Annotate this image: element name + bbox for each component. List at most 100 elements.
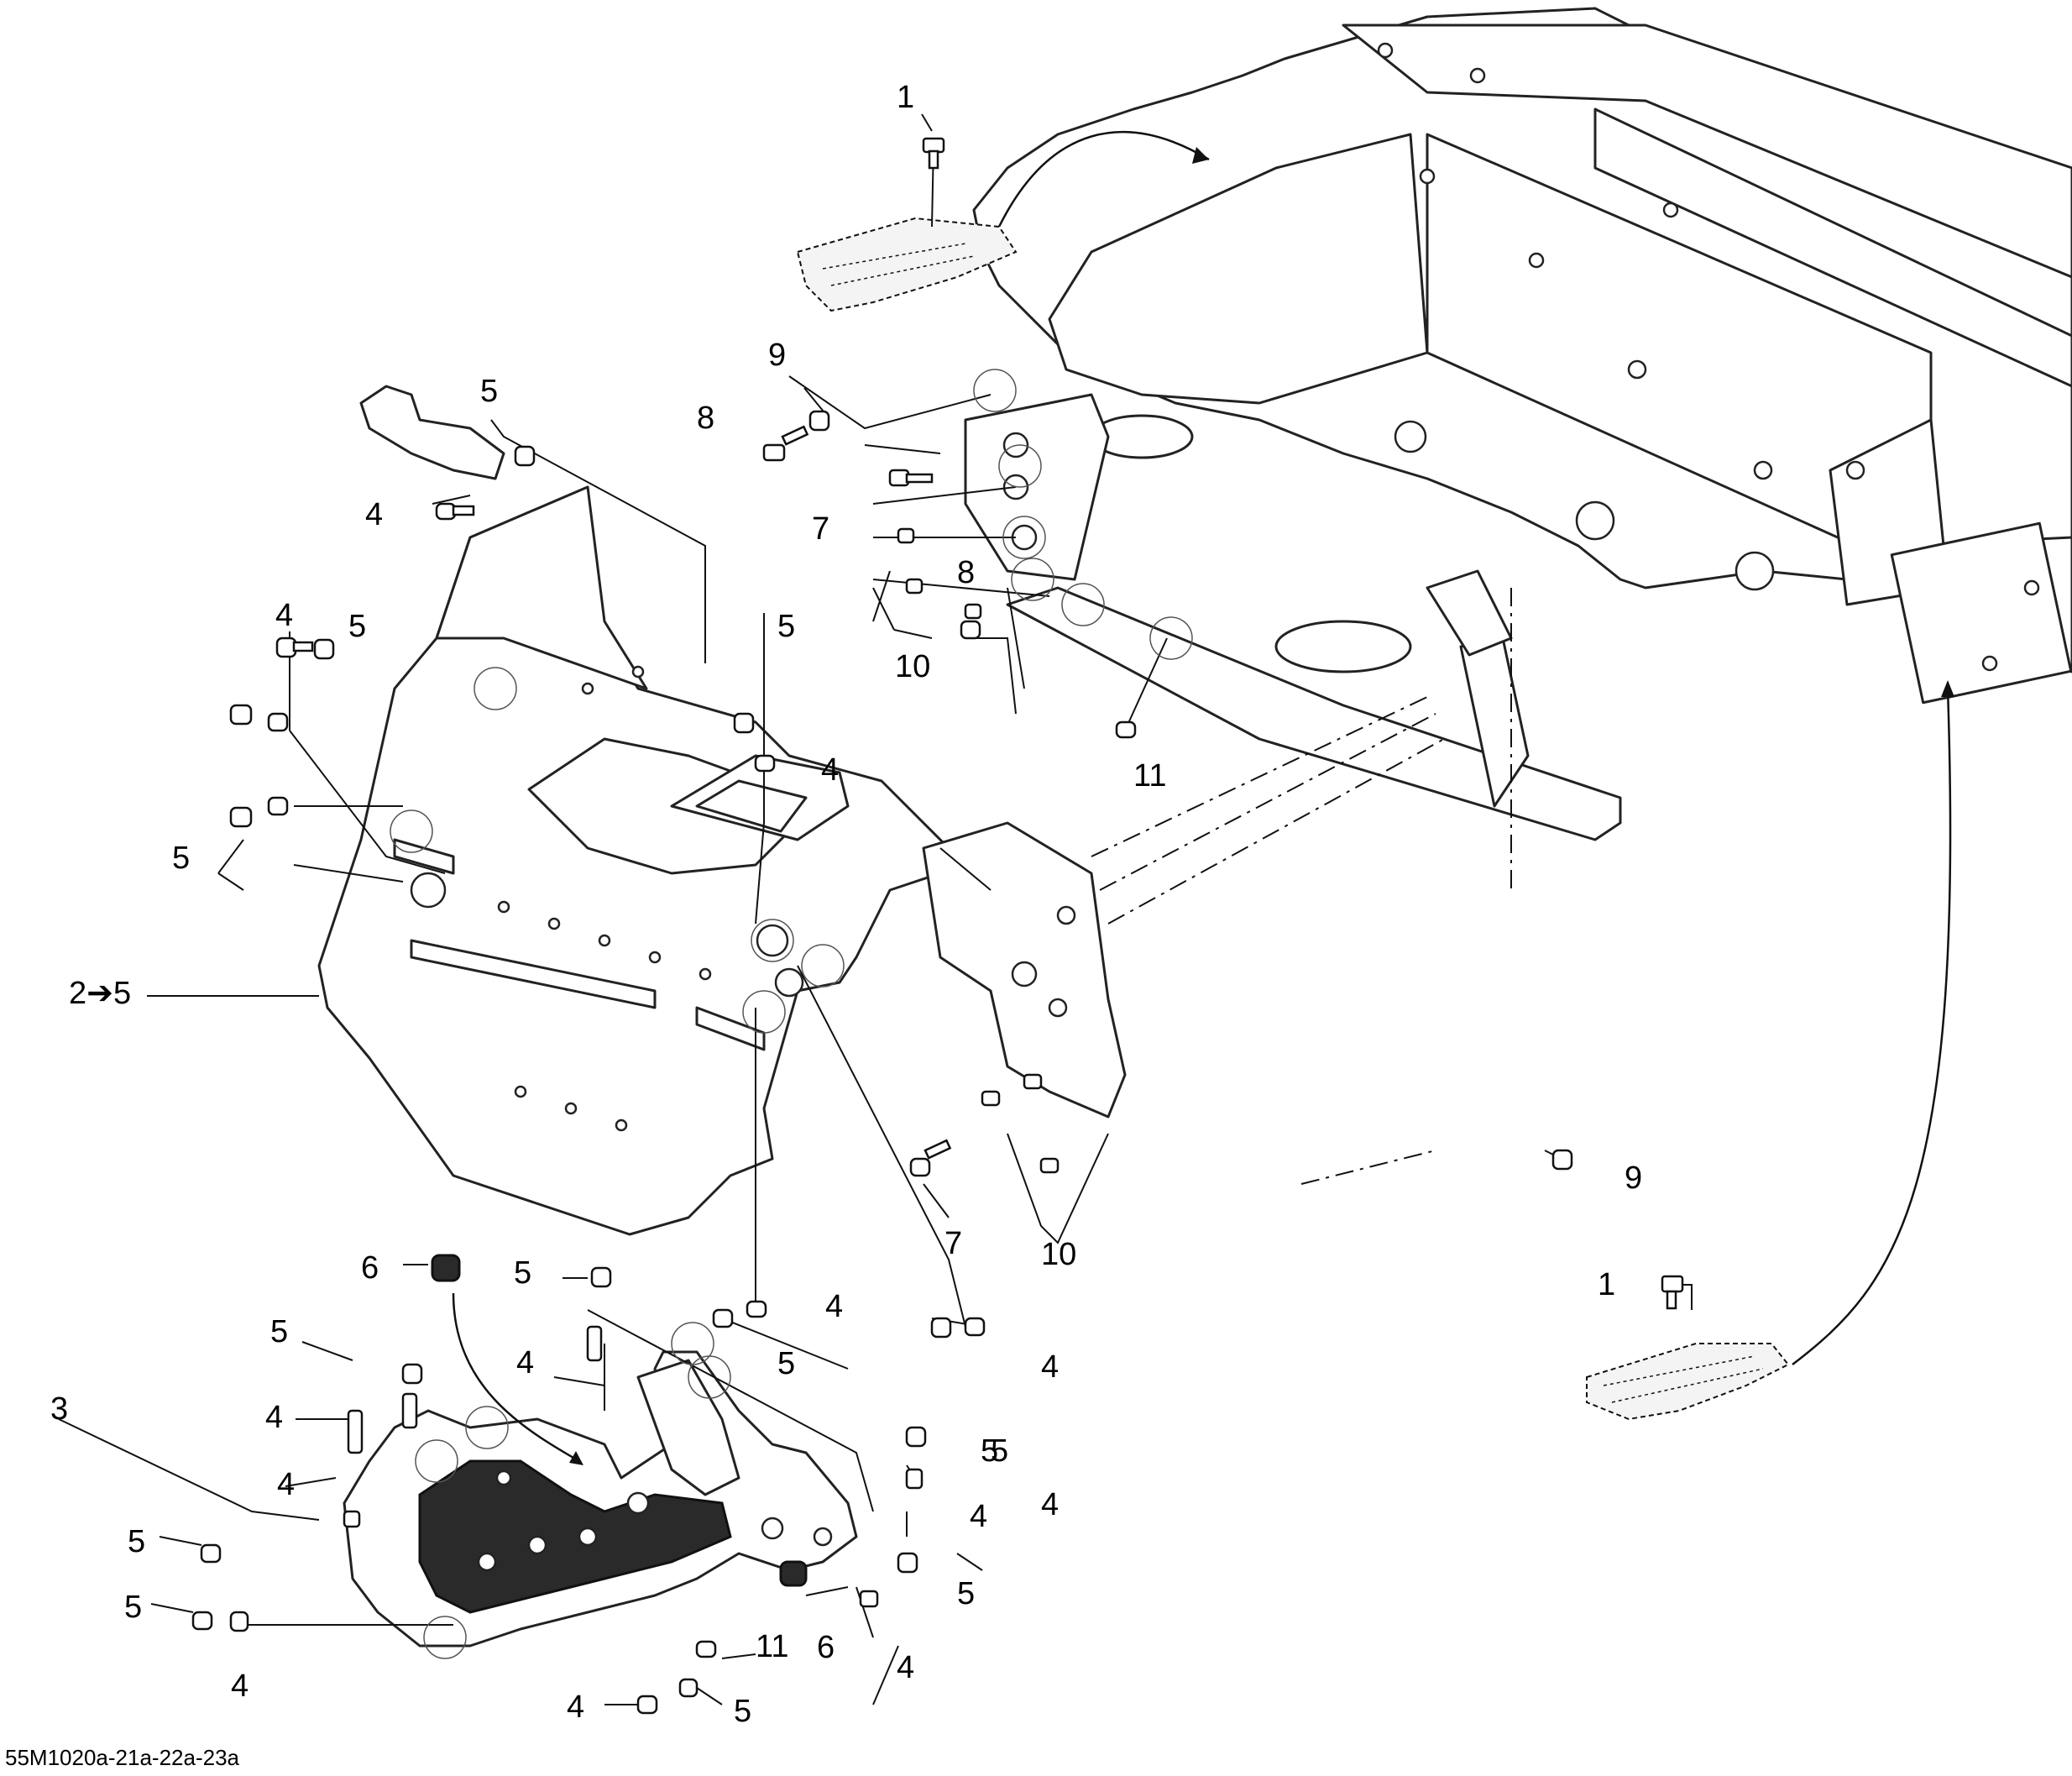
bushing-5-lower-d [200, 1543, 222, 1564]
bolt-5-left-b [229, 704, 253, 726]
bolt-4-lower-h [905, 1468, 924, 1490]
front-bracket-part-2 [317, 485, 1127, 1236]
detail-circles [390, 369, 1193, 1659]
callout-4-b: 4 [275, 598, 293, 633]
bushing-9-upper [808, 410, 830, 432]
callout-4-c: 4 [821, 752, 839, 788]
callout-5-d: 5 [777, 609, 795, 644]
bolt-5-top [514, 445, 536, 467]
callout-5-h: 5 [991, 1433, 1008, 1469]
callout-9-b: 9 [1625, 1160, 1642, 1196]
callout-6-a: 6 [361, 1250, 379, 1286]
callout-5-j: 5 [124, 1590, 142, 1625]
bolt-4-lower-j [636, 1695, 658, 1715]
assembly-arrows [452, 131, 1954, 1465]
nut-9-mid [1551, 1149, 1573, 1171]
callout-5-a: 5 [480, 374, 498, 409]
callout-10-b: 10 [1041, 1237, 1076, 1272]
callout-1-upper: 1 [897, 80, 914, 115]
bolt-10-a [897, 527, 915, 544]
bushing-5-lower-i [678, 1678, 699, 1698]
bolt-5-mid [733, 712, 755, 734]
bolt-4-lower-c [401, 1392, 418, 1429]
bushing-5-lower-a [590, 1266, 612, 1288]
bolt-4-left-c [267, 796, 289, 816]
bolt-4-top [435, 502, 475, 521]
bolt-10-b [905, 578, 924, 595]
callout-5-i: 5 [128, 1524, 145, 1559]
bolt-4-lower-d [586, 1325, 603, 1362]
bolt-4-lower-a [746, 1300, 767, 1318]
callout-5-e: 5 [514, 1255, 531, 1291]
bolt-5-left-c [229, 806, 253, 828]
callout-3: 3 [50, 1391, 68, 1427]
bolt-10-c [964, 603, 982, 620]
reinforcement-tab [359, 385, 505, 480]
callout-5-k: 5 [957, 1576, 975, 1611]
callout-10-a: 10 [895, 649, 930, 684]
callout-4-d: 4 [825, 1289, 843, 1324]
bolt-8-upper [762, 425, 809, 462]
callout-5-l: 5 [734, 1694, 751, 1729]
bolt-7-upper [888, 469, 934, 487]
alignment-lines [1091, 588, 1512, 1185]
bolt-5-left-a [313, 638, 335, 660]
bushing-5-lower-b [712, 1308, 734, 1328]
bolt-10-mid-c [1039, 1157, 1060, 1174]
bolt-4-mid [754, 754, 776, 773]
callout-8-a: 8 [697, 401, 714, 436]
nut-6-lower-right [779, 1560, 808, 1587]
callout-5-b: 5 [348, 609, 366, 644]
callout-2-to-5: 2➔5 [69, 976, 131, 1011]
footrest-mat-lower [1586, 1343, 1790, 1421]
callout-6-b: 6 [817, 1630, 835, 1665]
bushing-5-lower-c [401, 1363, 423, 1385]
callout-7-b: 7 [944, 1226, 962, 1261]
bolt-1-upper [922, 137, 945, 170]
callout-11-b: 11 [756, 1629, 788, 1664]
callout-9-a: 9 [768, 338, 786, 373]
callout-4-a: 4 [365, 497, 383, 532]
bolt-4-lower-g [964, 1317, 986, 1337]
callout-labels: 1 1 2➔5 3 4 4 4 4 4 4 4 4 4 4 4 4 4 5 5 … [5, 80, 1642, 1770]
callout-5-c: 5 [172, 841, 190, 876]
bolt-11-lower [695, 1640, 717, 1658]
bushing-5-lower-f [930, 1317, 952, 1339]
bolt-8-mid [960, 620, 981, 640]
callout-4-m: 4 [1041, 1487, 1059, 1522]
callout-4-j: 4 [231, 1669, 249, 1704]
chassis-frame [964, 7, 2072, 841]
callout-4-i: 4 [970, 1499, 987, 1534]
bolt-4-lower-e [343, 1510, 361, 1528]
bolt-4-lower-b [347, 1409, 364, 1454]
bolt-11-upper [1115, 720, 1137, 739]
callout-4-k: 4 [897, 1650, 914, 1685]
bolt-4-left-a [275, 637, 314, 658]
bolt-7-mid [909, 1139, 952, 1177]
bushing-5-lower-e [191, 1611, 213, 1631]
lower-support-part-3 [343, 1350, 858, 1648]
bushing-5-lower-g [905, 1426, 927, 1448]
callout-4-f: 4 [516, 1345, 534, 1380]
bolt-4-lower-i [859, 1590, 879, 1608]
callout-8-b: 8 [957, 555, 975, 590]
bolt-10-mid-b [1023, 1073, 1043, 1090]
callout-11-a: 11 [1133, 758, 1166, 794]
callout-5-g: 5 [777, 1346, 795, 1381]
callout-4-h: 4 [277, 1467, 295, 1502]
callout-7-a: 7 [812, 511, 829, 547]
bushing-5-lower-h [897, 1552, 918, 1574]
nut-6-lower-left [431, 1254, 461, 1282]
bolt-4-left-b [267, 712, 289, 732]
fasteners [191, 137, 1684, 1715]
drawing-reference: 55M1020a-21a-22a-23a [5, 1745, 240, 1770]
callout-1-lower: 1 [1598, 1267, 1615, 1302]
leader-lines [58, 113, 1693, 1705]
bolt-1-lower [1661, 1275, 1684, 1310]
callout-4-l: 4 [567, 1690, 584, 1725]
footrest-mat-upper [796, 217, 1018, 312]
callout-4-g: 4 [265, 1400, 283, 1435]
callout-4-e: 4 [1041, 1349, 1059, 1385]
callout-5-f: 5 [270, 1314, 288, 1349]
